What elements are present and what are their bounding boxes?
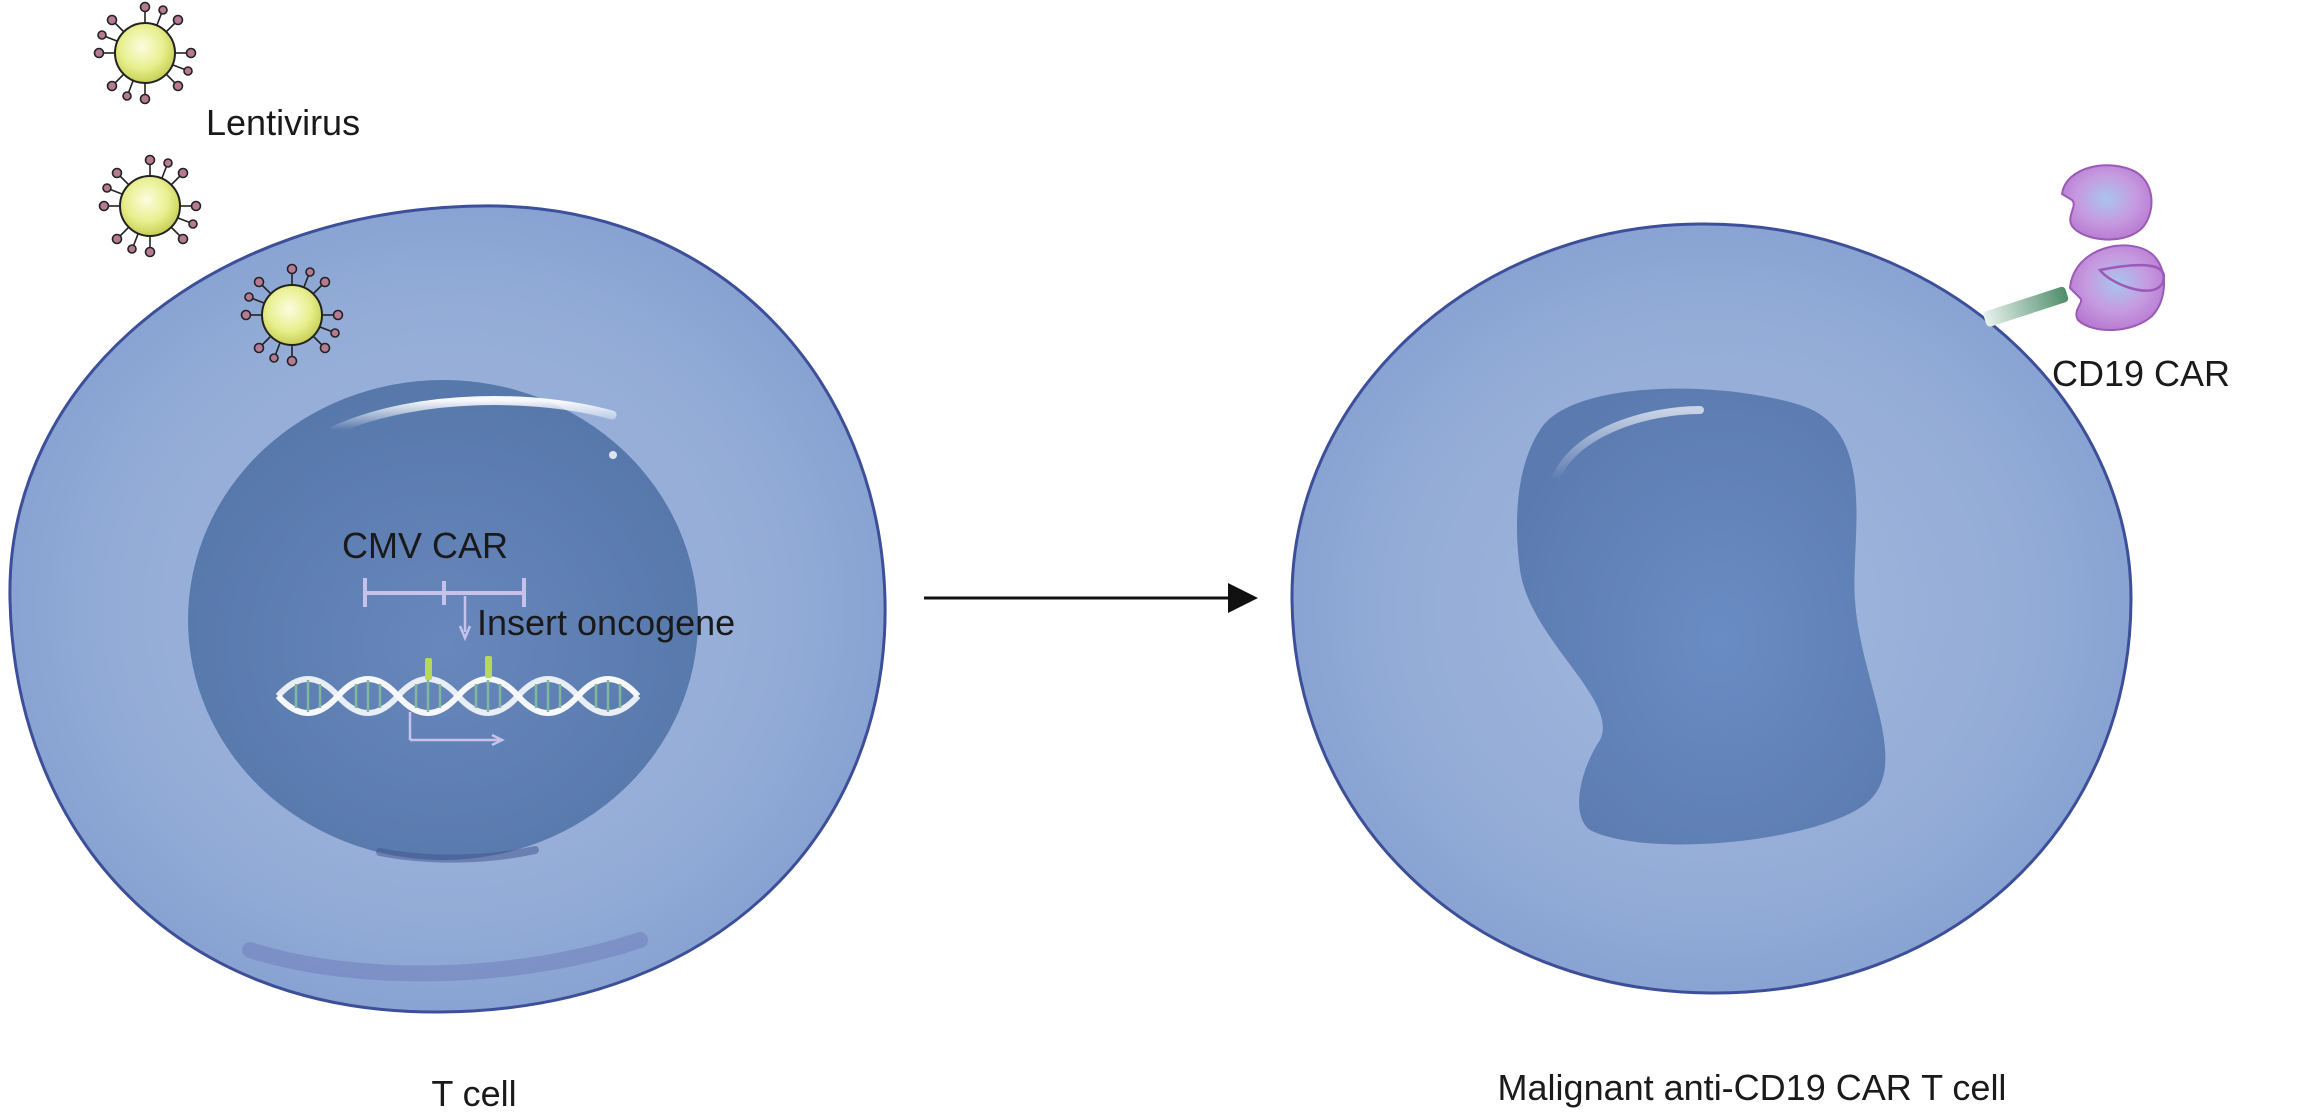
t-cell: CMV CAR Insert oncogene <box>8 204 887 1014</box>
lentivirus-particle-icon <box>93 1 197 105</box>
lentivirus-particle-icon <box>98 154 202 258</box>
malignant-cell-nucleus <box>1516 388 1886 845</box>
malignant-cell-caption: Malignant anti-CD19 CAR T cell <box>1498 1067 2007 1108</box>
dna-helix-icon <box>275 656 641 747</box>
transformation-arrow <box>924 583 1258 613</box>
t-cell-caption: T cell <box>431 1073 516 1114</box>
malignant-car-t-cell: CD19 CAR <box>1290 164 2230 995</box>
insert-oncogene-label: Insert oncogene <box>477 602 735 643</box>
cmv-car-construct-icon <box>363 578 526 642</box>
t-cell-nucleus <box>188 380 698 863</box>
cmv-car-label: CMV CAR <box>342 525 508 566</box>
lentivirus-entering-icon <box>240 263 344 367</box>
lentivirus-label: Lentivirus <box>206 102 360 143</box>
cd19-car-receptor-icon <box>1983 164 2166 331</box>
cd19-car-label: CD19 CAR <box>2052 353 2230 394</box>
